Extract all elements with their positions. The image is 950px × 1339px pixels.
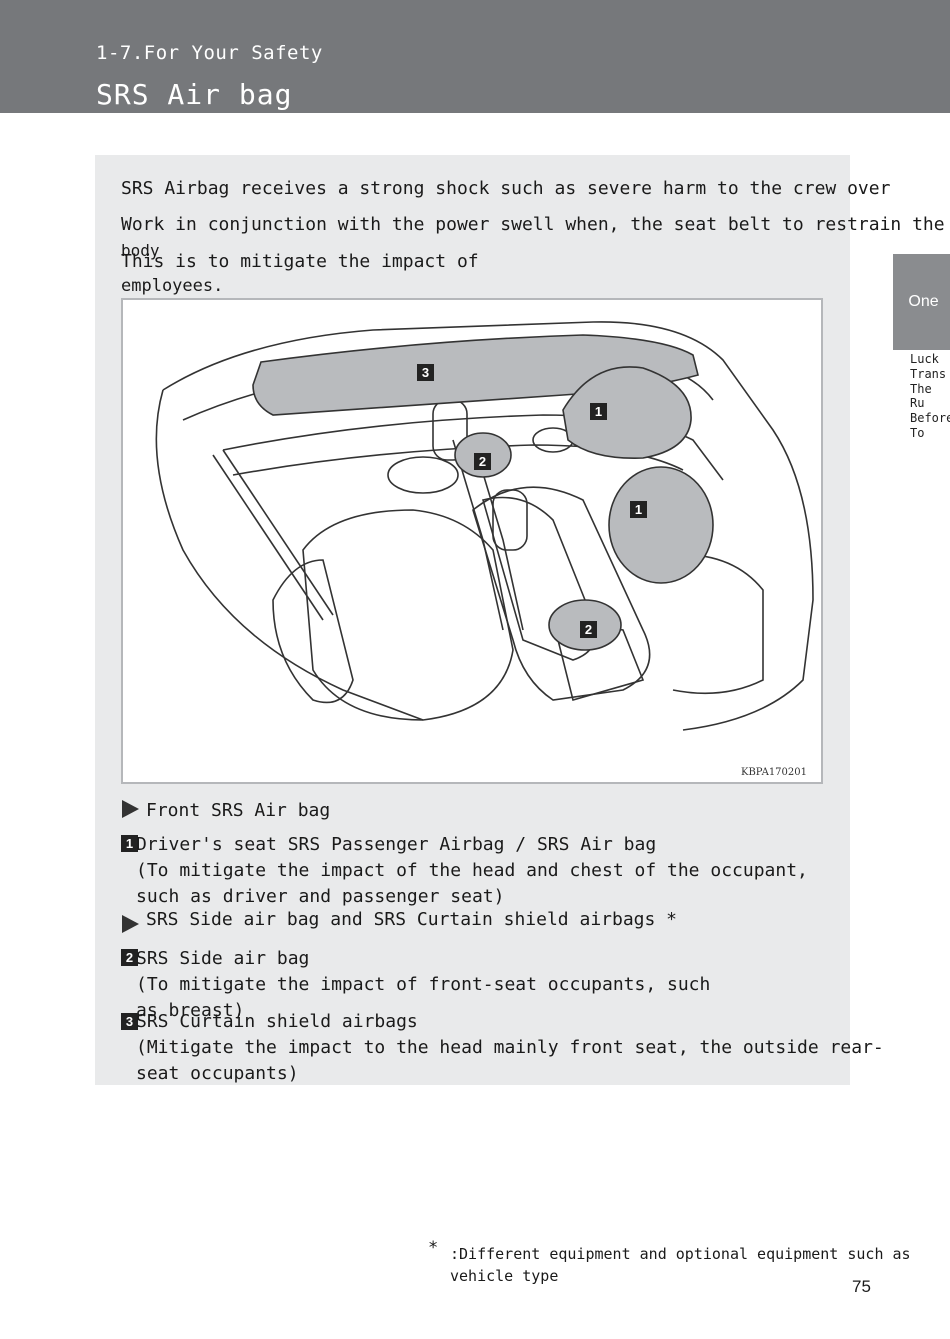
callout-badge-2: 2 <box>474 453 491 470</box>
callout-badge-1: 1 <box>630 501 647 518</box>
intro-line: SRS Airbag receives a strong shock such … <box>121 178 891 199</box>
item1-description: such as driver and passenger seat) <box>136 886 505 907</box>
driver-front-airbag <box>608 466 714 584</box>
chapter-index-item[interactable]: Trans <box>910 366 947 381</box>
intro-line: employees. <box>121 276 224 296</box>
chapter-index-item[interactable]: Before <box>910 411 950 426</box>
section-arrow-icon <box>122 915 139 933</box>
callout-badge-3: 3 <box>417 364 434 381</box>
front-airbag-heading: Front SRS Air bag <box>146 800 331 821</box>
intro-line: This is to mitigate the impact of <box>121 251 479 272</box>
chapter-index-item[interactable]: Ru <box>910 396 925 411</box>
section-label: 1-7.For Your Safety <box>96 42 323 64</box>
chapter-index: Luck Trans The Ru Before To <box>910 352 950 441</box>
page-title: SRS Air bag <box>96 78 293 111</box>
item3-description: seat occupants) <box>136 1063 299 1084</box>
item1-description: (To mitigate the impact of the head and … <box>136 860 808 881</box>
page-number: 75 <box>852 1277 871 1296</box>
callout-badge-2: 2 <box>580 621 597 638</box>
item-number-2: 2 <box>121 949 138 966</box>
airbag-illustration: 3 1 1 2 2 KBPA170201 <box>121 298 823 784</box>
intro-line: body <box>121 241 160 260</box>
chapter-index-item[interactable]: The <box>910 381 932 396</box>
chapter-index-item[interactable]: To <box>910 425 925 440</box>
item-number-1: 1 <box>121 835 138 852</box>
item3-title: SRS Curtain shield airbags <box>136 1011 418 1032</box>
intro-line: Work in conjunction with the power swell… <box>121 214 945 235</box>
chapter-index-item[interactable]: Luck <box>910 352 939 366</box>
item2-title: SRS Side air bag <box>136 948 310 969</box>
chapter-tab[interactable]: One <box>893 254 950 350</box>
page-header: 1-7.For Your Safety SRS Air bag <box>0 0 950 113</box>
footnote-line: vehicle type <box>450 1267 559 1285</box>
figure-code: KBPA170201 <box>740 767 807 778</box>
car-interior-drawing <box>155 321 814 731</box>
item2-description: (To mitigate the impact of front-seat oc… <box>136 974 711 995</box>
item2-description: as breast) <box>136 1000 245 1021</box>
item1-title: Driver's seat SRS Passenger Airbag / SRS… <box>136 834 657 855</box>
passenger-front-airbag <box>562 366 692 459</box>
side-curtain-heading: SRS Side air bag and SRS Curtain shield … <box>146 909 678 930</box>
footnote-marker: * <box>428 1238 439 1258</box>
callout-badge-1: 1 <box>590 403 607 420</box>
item3-description: (Mitigate the impact to the head mainly … <box>136 1037 884 1058</box>
item-number-3: 3 <box>121 1013 138 1030</box>
footnote-line: :Different equipment and optional equipm… <box>450 1245 911 1263</box>
section-arrow-icon <box>122 800 139 818</box>
chapter-tab-label: One <box>908 293 939 310</box>
footnote-text: :Different equipment and optional equipm… <box>450 1243 911 1287</box>
